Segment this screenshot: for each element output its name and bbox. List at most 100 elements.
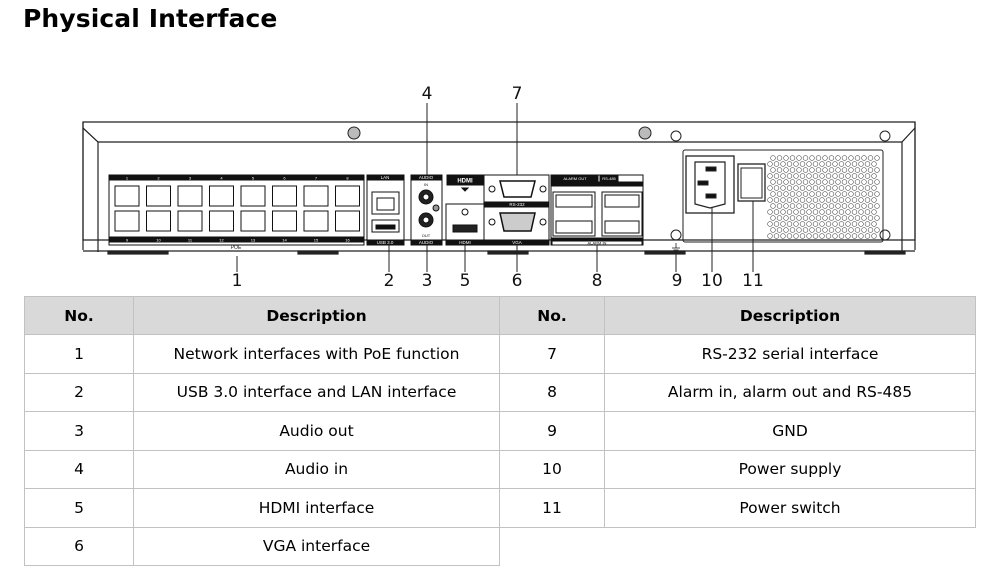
alarm-out-label: ALARM OUT bbox=[563, 176, 587, 181]
rj45-port bbox=[272, 185, 297, 207]
vga-label: VGA bbox=[512, 240, 522, 245]
poe-port-number: 13 bbox=[251, 238, 256, 243]
callout-2: 2 bbox=[383, 271, 395, 291]
row-no: 6 bbox=[24, 526, 134, 566]
poe-port-number: 6 bbox=[283, 176, 286, 181]
audio-in-sub: IN bbox=[424, 182, 428, 187]
alarm-in-label: ALARM IN bbox=[588, 241, 607, 246]
row-description: Power supply bbox=[604, 449, 976, 489]
rj45-port bbox=[114, 185, 140, 207]
poe-port-number: 14 bbox=[282, 238, 287, 243]
callout-6: 6 bbox=[511, 271, 523, 291]
poe-port-number: 3 bbox=[189, 176, 192, 181]
poe-port-number: 1 bbox=[126, 176, 129, 181]
rj45-port bbox=[303, 210, 329, 232]
poe-port-number: 10 bbox=[156, 238, 161, 243]
screw-icon bbox=[670, 130, 682, 142]
poe-port-number: 8 bbox=[346, 176, 349, 181]
header-no: No. bbox=[24, 296, 134, 335]
row-description: Audio out bbox=[133, 411, 500, 451]
poe-port-number: 16 bbox=[345, 238, 350, 243]
header-description: Description bbox=[604, 296, 976, 335]
rj45-port bbox=[209, 185, 234, 207]
poe-port-number: 15 bbox=[314, 238, 319, 243]
lan-label: LAN bbox=[381, 175, 390, 180]
row-description: VGA interface bbox=[133, 526, 500, 566]
rj45-port bbox=[177, 185, 203, 207]
poe-port-number: 11 bbox=[188, 238, 193, 243]
leader-lines bbox=[236, 103, 754, 272]
rj45-port bbox=[303, 185, 329, 207]
rs485-label: RS-485 bbox=[602, 176, 616, 181]
callout-1: 1 bbox=[231, 271, 243, 291]
row-no: 1 bbox=[24, 334, 134, 374]
poe-port-number: 9 bbox=[126, 238, 129, 243]
rj45-port bbox=[114, 210, 140, 232]
lan-usb-block bbox=[366, 174, 405, 246]
row-description: USB 3.0 interface and LAN interface bbox=[133, 372, 500, 412]
usb-label: USB 3.0 bbox=[377, 240, 394, 245]
row-description: Network interfaces with PoE function bbox=[133, 334, 500, 374]
hdmi-logo: HDMI bbox=[457, 179, 473, 185]
alarm-block bbox=[550, 174, 644, 246]
row-no: 5 bbox=[24, 488, 134, 528]
audio-block bbox=[410, 174, 443, 246]
rj45-port bbox=[335, 185, 360, 207]
table-header-row: No. Description bbox=[24, 296, 500, 335]
row-no: 7 bbox=[499, 334, 605, 374]
row-no: 9 bbox=[499, 411, 605, 451]
row-description: HDMI interface bbox=[133, 488, 500, 528]
callout-3: 3 bbox=[421, 271, 433, 291]
rj45-port bbox=[177, 210, 203, 232]
page-title: Physical Interface bbox=[23, 4, 278, 33]
callout-5: 5 bbox=[459, 271, 471, 291]
callout-4: 4 bbox=[421, 84, 433, 104]
row-no: 4 bbox=[24, 449, 134, 489]
poe-port-number: 4 bbox=[220, 176, 223, 181]
callout-8: 8 bbox=[591, 271, 603, 291]
rs232-vga-block bbox=[483, 174, 550, 246]
row-description: GND bbox=[604, 411, 976, 451]
poe-port-number: 5 bbox=[252, 176, 255, 181]
row-no: 3 bbox=[24, 411, 134, 451]
header-description: Description bbox=[133, 296, 500, 335]
rs232-label: RS-232 bbox=[509, 202, 525, 207]
rj45-port bbox=[272, 210, 297, 232]
rj45-port bbox=[240, 210, 266, 232]
poe-port-number: 7 bbox=[315, 176, 318, 181]
row-description: Power switch bbox=[604, 488, 976, 528]
poe-label: POE bbox=[231, 245, 242, 251]
hdmi-block bbox=[445, 174, 485, 246]
ground-icon bbox=[672, 243, 680, 251]
callout-10: 10 bbox=[701, 271, 723, 291]
screw-icon bbox=[347, 126, 652, 140]
table-header-row: No. Description bbox=[499, 296, 976, 335]
audio-out-label: AUDIO bbox=[419, 240, 434, 245]
row-description: Alarm in, alarm out and RS-485 bbox=[604, 372, 976, 412]
row-description: RS-232 serial interface bbox=[604, 334, 976, 374]
row-no: 2 bbox=[24, 372, 134, 412]
callout-11: 11 bbox=[742, 271, 764, 291]
hdmi-label: HDMI bbox=[459, 240, 471, 245]
row-description: Audio in bbox=[133, 449, 500, 489]
rj45-port bbox=[335, 210, 360, 232]
rj45-port bbox=[240, 185, 266, 207]
psu-block bbox=[670, 130, 891, 243]
row-no: 11 bbox=[499, 488, 605, 528]
row-no: 10 bbox=[499, 449, 605, 489]
callout-7: 7 bbox=[511, 84, 523, 104]
callout-9: 9 bbox=[671, 271, 683, 291]
